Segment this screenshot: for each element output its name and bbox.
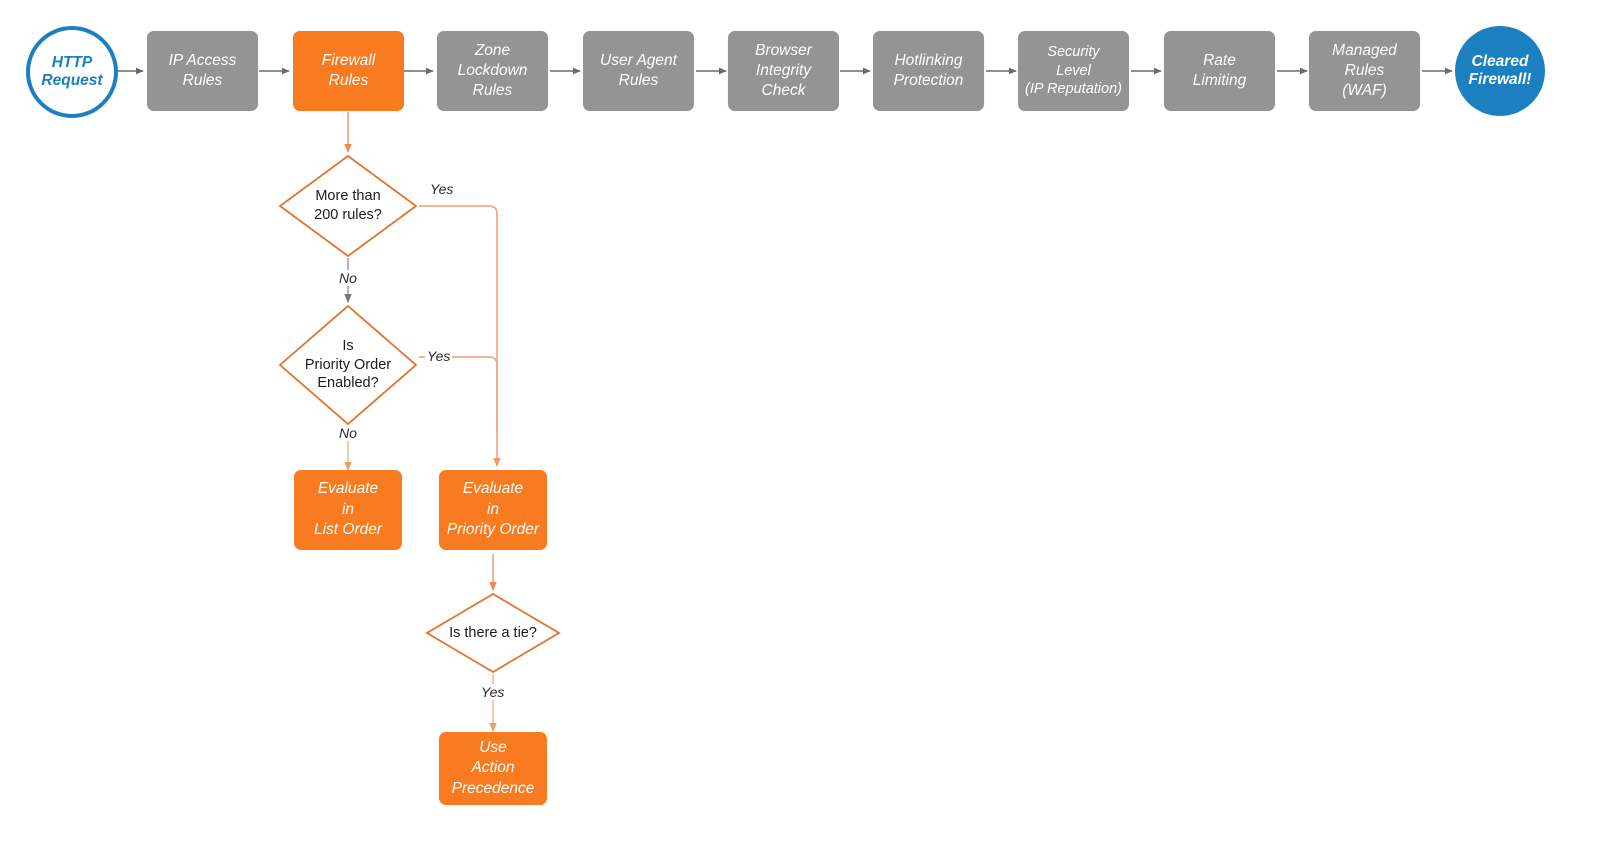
- node-ip-access-rules-label: IP Access Rules: [168, 52, 237, 89]
- node-ip-access-rules[interactable]: IP Access Rules: [147, 31, 258, 111]
- node-security-level-label: Security Level (IP Reputation): [1025, 44, 1122, 98]
- decision-is-priority-order-enabled-label: Is Priority Order Enabled?: [304, 337, 392, 392]
- node-cleared-firewall-label: Cleared Firewall!: [1468, 52, 1532, 88]
- edge-label-more200-no: No: [337, 270, 359, 286]
- node-cleared-firewall[interactable]: Cleared Firewall!: [1455, 26, 1545, 116]
- node-evaluate-in-priority-order-label: Evaluate in Priority Order: [446, 480, 540, 539]
- node-user-agent-rules[interactable]: User Agent Rules: [583, 31, 694, 111]
- decision-more-than-200-rules[interactable]: More than 200 rules?: [278, 154, 418, 258]
- edge-label-more200-yes: Yes: [428, 181, 456, 197]
- node-browser-integrity-check[interactable]: Browser Integrity Check: [728, 31, 839, 111]
- node-firewall-rules-label: Firewall Rules: [321, 52, 376, 89]
- edge-label-tie-yes: Yes: [479, 684, 507, 700]
- node-firewall-rules[interactable]: Firewall Rules: [293, 31, 404, 111]
- decision-is-there-a-tie[interactable]: Is there a tie?: [425, 592, 561, 674]
- node-rate-limiting[interactable]: Rate Limiting: [1164, 31, 1275, 111]
- node-zone-lockdown-rules-label: Zone Lockdown Rules: [457, 42, 528, 99]
- edge-priority-yes: [419, 356, 498, 430]
- node-rate-limiting-label: Rate Limiting: [1192, 52, 1247, 89]
- node-http-request-label: HTTP Request: [41, 53, 103, 89]
- node-zone-lockdown-rules[interactable]: Zone Lockdown Rules: [437, 31, 548, 111]
- node-managed-rules-waf[interactable]: Managed Rules (WAF): [1309, 31, 1420, 111]
- node-security-level[interactable]: Security Level (IP Reputation): [1018, 31, 1129, 111]
- node-evaluate-in-list-order[interactable]: Evaluate in List Order: [294, 470, 402, 550]
- node-http-request[interactable]: HTTP Request: [26, 26, 118, 118]
- decision-more-than-200-rules-label: More than 200 rules?: [314, 188, 382, 223]
- diamond-shape: [425, 592, 561, 674]
- node-user-agent-rules-label: User Agent Rules: [600, 52, 677, 89]
- diamond-shape: [278, 154, 418, 258]
- edge-label-priority-no: No: [337, 425, 359, 441]
- decision-is-priority-order-enabled[interactable]: Is Priority Order Enabled?: [278, 304, 418, 426]
- node-managed-rules-waf-label: Managed Rules (WAF): [1332, 42, 1397, 99]
- node-browser-integrity-check-label: Browser Integrity Check: [755, 42, 812, 99]
- node-evaluate-in-priority-order[interactable]: Evaluate in Priority Order: [439, 470, 547, 550]
- edge-more200-yes: [419, 205, 501, 467]
- node-use-action-precedence[interactable]: Use Action Precedence: [439, 732, 547, 805]
- node-hotlinking-protection[interactable]: Hotlinking Protection: [873, 31, 984, 111]
- node-use-action-precedence-label: Use Action Precedence: [451, 738, 535, 797]
- edge-label-priority-yes: Yes: [425, 348, 453, 364]
- decision-is-there-a-tie-label: Is there a tie?: [449, 624, 537, 641]
- diamond-shape: [278, 304, 418, 426]
- node-hotlinking-protection-label: Hotlinking Protection: [893, 52, 964, 89]
- node-evaluate-in-list-order-label: Evaluate in List Order: [313, 480, 383, 539]
